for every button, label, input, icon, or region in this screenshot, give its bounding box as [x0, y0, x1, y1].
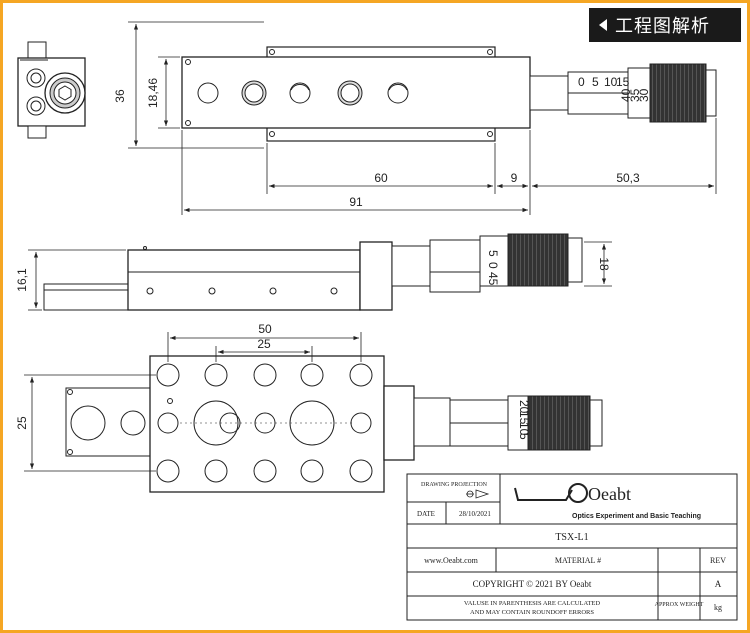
drawing-projection-label: DRAWING PROJECTION	[421, 482, 488, 488]
title-block	[406, 473, 738, 621]
oeabt-logo	[514, 483, 588, 503]
projection-symbol-icon	[466, 489, 490, 499]
date-label: DATE	[417, 510, 435, 518]
dim-25: 25	[257, 337, 271, 351]
dim-50: 50	[258, 322, 272, 336]
bottom-micrometer-scale: 20 15 10 5	[517, 400, 531, 440]
date-value: 28/10/2021	[459, 510, 491, 518]
bottom-view	[65, 355, 603, 493]
note-line-1: VALUSE IN PARENTHESIS ARE CALCULATED	[464, 600, 600, 607]
material-label: MATERIAL #	[555, 556, 601, 565]
side-view	[43, 233, 583, 311]
scale-label: 15	[616, 75, 630, 89]
website: www.Oeabt.com	[424, 556, 478, 565]
bottom-view-dimensions	[24, 332, 362, 472]
dim-36: 36	[113, 89, 127, 103]
scale-label: 35	[628, 88, 642, 102]
scale-label: 20	[517, 400, 531, 414]
dim-9: 9	[511, 171, 518, 185]
scale-label: 15	[517, 411, 531, 425]
scale-label: 45	[486, 272, 500, 286]
top-view	[17, 41, 717, 142]
logo-text: Oeabt	[588, 484, 631, 504]
top-view-dimensions	[128, 21, 717, 215]
scale-label: 5	[592, 75, 599, 89]
end-view	[17, 41, 86, 139]
top-micrometer-scale: 0 5 10 15 40 35 30	[578, 75, 651, 102]
dim-50-3: 50,3	[616, 171, 640, 185]
dim-91: 91	[349, 195, 363, 209]
note-line-2: AND MAY CONTAIN ROUNDOFF ERRORS	[470, 609, 594, 616]
copyright: COPYRIGHT © 2021 BY Oeabt	[473, 579, 592, 589]
section-title: 工程图解析	[615, 16, 710, 37]
weight-unit: kg	[714, 603, 722, 612]
scale-label: 10	[604, 75, 618, 89]
scale-label: 0	[486, 262, 500, 269]
scale-label: 10	[517, 422, 531, 436]
dim-16-1: 16,1	[15, 268, 29, 292]
rev-label: REV	[710, 556, 726, 565]
scale-label: 40	[619, 88, 633, 102]
back-arrow-icon[interactable]	[599, 19, 607, 31]
approx-weight-label: APPROX WEIGHT	[655, 602, 704, 608]
rev-value: A	[715, 579, 722, 589]
section-tag: 工程图解析	[589, 8, 741, 42]
scale-label: 5	[486, 250, 500, 257]
dim-25-vertical: 25	[15, 416, 29, 430]
side-view-dimensions	[28, 241, 612, 311]
dim-60: 60	[374, 171, 388, 185]
dim-18-46: 18,46	[146, 78, 160, 108]
scale-label: 30	[637, 88, 651, 102]
side-micrometer-scale: 5 0 45	[486, 250, 500, 286]
part-name: TSX-L1	[555, 532, 588, 543]
scale-label: 0	[578, 75, 585, 89]
scale-label: 5	[517, 433, 531, 440]
dim-18: 18	[597, 257, 611, 271]
logo-subtitle: Optics Experiment and Basic Teaching	[572, 513, 701, 520]
